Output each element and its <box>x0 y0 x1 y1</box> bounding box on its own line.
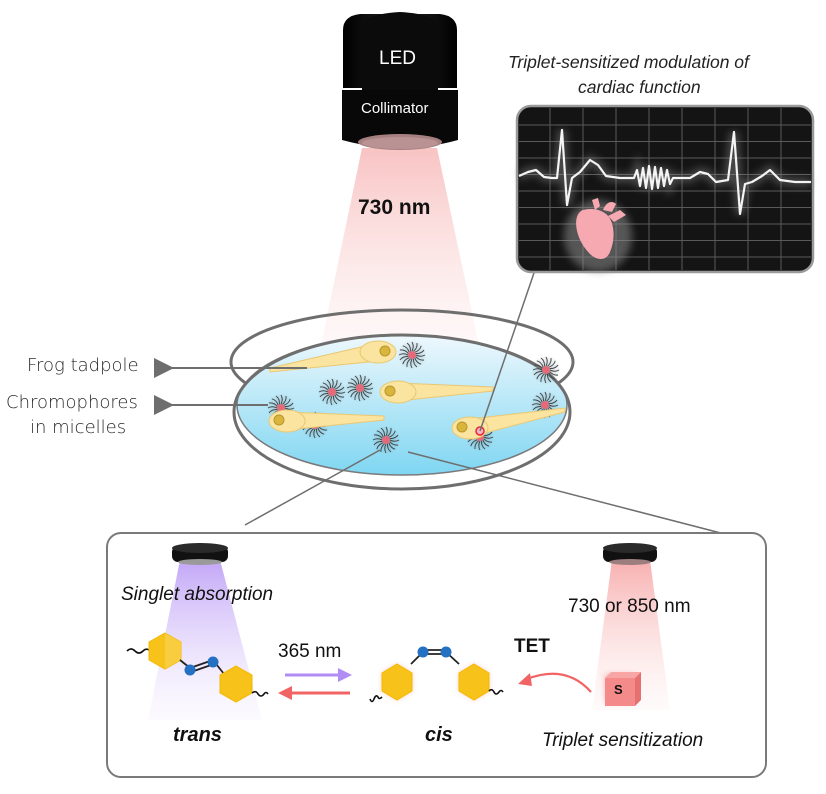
micelle-icon <box>371 425 401 455</box>
cis-azobenzene-icon <box>369 646 504 703</box>
uv-wavelength-label: 365 nm <box>278 641 342 662</box>
ecg-trace-icon <box>518 128 811 216</box>
collimator-label: Collimator <box>361 100 429 117</box>
micelle-icon <box>317 377 347 407</box>
sensitizer-cube-icon <box>605 672 641 706</box>
nir-light-beam <box>320 148 480 350</box>
nir-led-icon <box>603 543 657 565</box>
tadpole-label: Frog tadpole <box>27 355 139 376</box>
mechanism-panel <box>106 532 767 778</box>
tadpole-icon <box>269 340 397 373</box>
tadpole-icon <box>379 380 494 404</box>
micelle-icon <box>531 355 561 385</box>
excitation-wavelength: 730 nm <box>358 196 431 219</box>
triplet-sensitization-label: Triplet sensitization <box>542 730 704 751</box>
led-label: LED <box>379 48 416 69</box>
heart-icon <box>564 198 632 272</box>
chromophore-label-line1: Chromophores <box>6 392 138 413</box>
isomerization-arrows <box>278 668 352 700</box>
ecg-monitor <box>515 104 815 274</box>
micelle-icon <box>345 373 375 403</box>
trans-label: trans <box>173 724 222 746</box>
tadpole-icon <box>451 407 566 440</box>
uv-led-icon <box>172 543 228 565</box>
cis-label: cis <box>425 724 453 746</box>
inset-title-line1: Triplet-sensitized modulation of <box>508 52 749 72</box>
tadpole-icon <box>268 409 385 433</box>
micelle-icon <box>397 340 427 370</box>
led-collimator-icon <box>342 12 458 150</box>
chromophore-label-line2: in micelles <box>30 417 127 438</box>
tet-label: TET <box>514 636 550 657</box>
petri-dish-base <box>232 333 572 491</box>
tet-arrow <box>518 672 592 693</box>
sensitizer-label: S <box>614 682 623 697</box>
tadpoles-group <box>268 340 566 440</box>
singlet-absorption-label: Singlet absorption <box>121 584 274 605</box>
nir-wavelength-label: 730 or 850 nm <box>568 596 691 617</box>
trans-azobenzene-icon <box>126 632 269 703</box>
inset-title-line2: cardiac function <box>578 77 701 97</box>
